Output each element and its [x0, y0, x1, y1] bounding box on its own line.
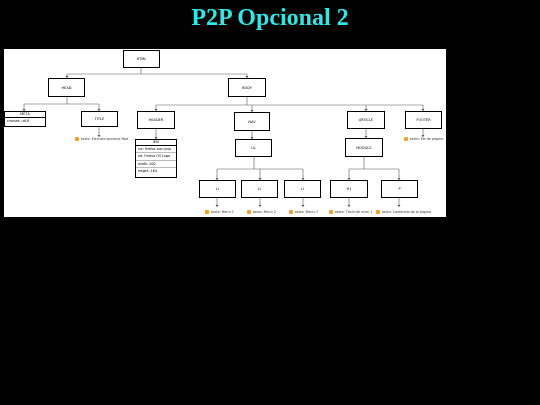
title-text: texto: Ejercicio opcional Mod [81, 137, 129, 141]
slide-title: P2P Opcional 2 [191, 5, 349, 31]
dom-tree-diagram: HTML HEAD BODY META charset: utf-8 TITLE… [4, 49, 446, 217]
text-node-icon [404, 137, 408, 141]
img-attr-width: width: 200 [136, 161, 176, 168]
text-node-icon [247, 210, 251, 214]
node-li-2: LI [241, 180, 278, 198]
li3-text: texto: Menú 3 [295, 210, 318, 214]
node-meta: META charset: utf-8 [4, 111, 46, 127]
text-node-icon [329, 210, 333, 214]
meta-attr: charset: utf-8 [7, 118, 30, 123]
p-text-leaf: texto: Contenido de la página [376, 210, 431, 214]
li2-text-leaf: texto: Menú 2 [247, 210, 276, 214]
footer-text: texto: Pie de página [410, 137, 443, 141]
node-img-label: IMG [136, 140, 176, 146]
node-nav: NAV [234, 112, 270, 131]
node-title: TITLE [81, 111, 118, 127]
title-text-leaf: texto: Ejercicio opcional Mod [75, 137, 128, 141]
node-footer: FOOTER [405, 111, 442, 129]
tree-connectors [22, 68, 425, 207]
text-node-icon [376, 210, 380, 214]
p-text: texto: Contenido de la página [382, 210, 431, 214]
node-img: IMG src: firefox-icon.png alt: Firefox O… [135, 139, 177, 178]
h1-text-leaf: texto: Título de nivel 1 [329, 210, 372, 214]
img-attr-alt: alt: Firefox OS Logo [136, 153, 176, 161]
node-head: HEAD [48, 78, 85, 97]
node-li-1: LI [199, 180, 236, 198]
node-header: HEADER [137, 111, 175, 129]
node-html: HTML [123, 50, 160, 68]
footer-text-leaf: texto: Pie de página [404, 137, 443, 141]
node-p: P [381, 180, 418, 198]
img-attr-height: height: 184 [138, 169, 157, 173]
img-attr-src: src: firefox-icon.png [136, 146, 176, 153]
text-node-icon [75, 137, 79, 141]
li2-text: texto: Menú 2 [253, 210, 276, 214]
node-article: ARTICLE [347, 111, 385, 129]
node-ul: UL [235, 139, 272, 157]
node-module: MODULE [345, 138, 383, 157]
text-node-icon [289, 210, 293, 214]
node-meta-label: META [5, 112, 45, 118]
node-body: BODY [228, 78, 266, 97]
h1-text: texto: Título de nivel 1 [335, 210, 373, 214]
node-h1: H1 [330, 180, 368, 198]
li1-text-leaf: texto: Menú 1 [205, 210, 234, 214]
text-node-icon [205, 210, 209, 214]
node-li-3: LI [284, 180, 321, 198]
li3-text-leaf: texto: Menú 3 [289, 210, 318, 214]
li1-text: texto: Menú 1 [211, 210, 234, 214]
